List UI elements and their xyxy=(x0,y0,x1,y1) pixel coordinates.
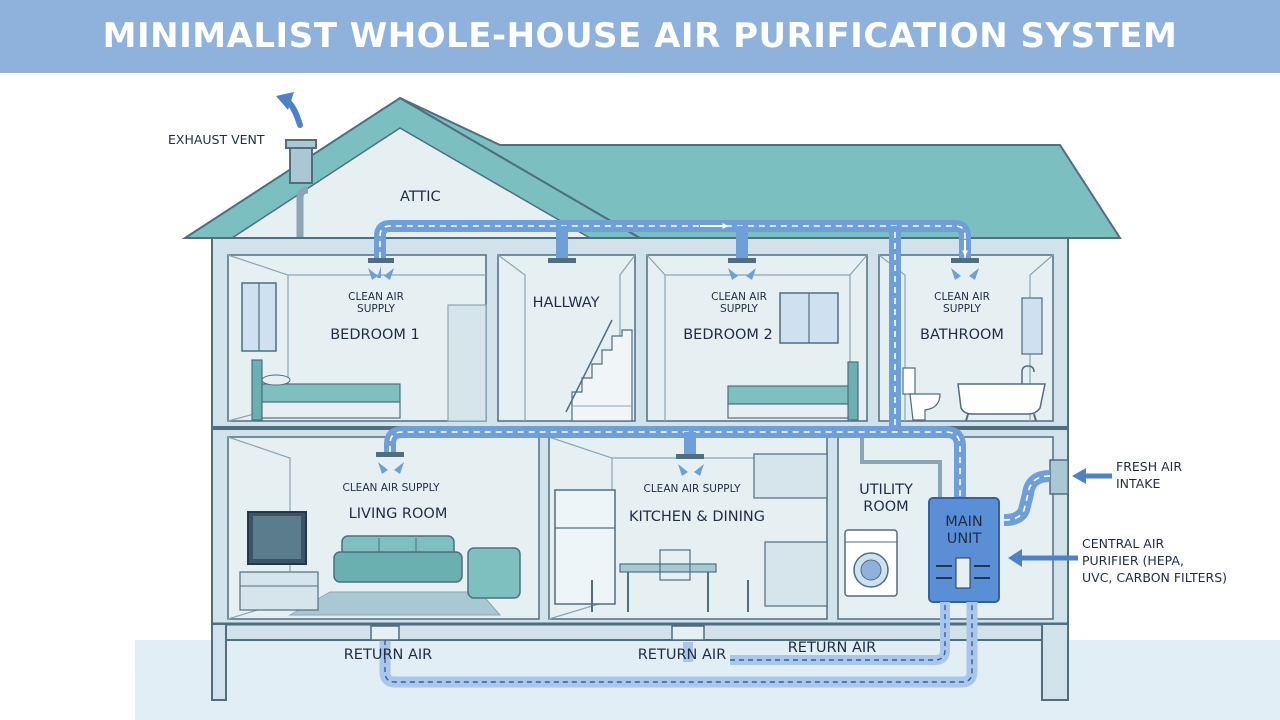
central-purifier-label-2: PURIFIER (HEPA, xyxy=(1082,553,1184,568)
supply-duct-lower xyxy=(384,426,966,500)
utility-pipes xyxy=(860,437,942,498)
main-unit-label-2: UNIT xyxy=(947,531,982,547)
supply-label-bedroom-1-line2: SUPPLY xyxy=(357,303,395,315)
attic-label: ATTIC xyxy=(400,189,441,205)
fridge-icon xyxy=(554,489,616,605)
exhaust-chimney xyxy=(285,139,317,184)
vent-icon xyxy=(368,258,979,459)
supply-label-kitchen: CLEAN AIR SUPPLY xyxy=(644,483,742,495)
room-label-kitchen: KITCHEN & DINING xyxy=(629,509,765,525)
room-label-utility-1: UTILITY xyxy=(859,482,913,498)
room-label-bedroom-2: BEDROOM 2 xyxy=(683,327,773,343)
bathtub-icon xyxy=(957,365,1046,422)
fresh-air-intake xyxy=(1003,459,1112,526)
room-label-bedroom-1: BEDROOM 1 xyxy=(330,327,420,343)
central-purifier-label-3: UVC, CARBON FILTERS) xyxy=(1082,570,1227,585)
return-air-label-living: RETURN AIR xyxy=(344,647,433,663)
main-unit-label-1: MAIN xyxy=(945,514,983,530)
return-air-label-kitchen: RETURN AIR xyxy=(638,647,727,663)
central-purifier-label-1: CENTRAL AIR xyxy=(1082,536,1165,551)
attic-vent-pipe xyxy=(296,186,309,238)
bed-icon xyxy=(251,359,401,421)
fresh-air-intake-label-1: FRESH AIR xyxy=(1116,459,1182,474)
fresh-air-intake-label-2: INTAKE xyxy=(1116,476,1160,491)
room-label-hallway: HALLWAY xyxy=(533,295,600,311)
title-banner: MINIMALIST WHOLE-HOUSE AIR PURIFICATION … xyxy=(0,0,1280,73)
exhaust-arrow-icon xyxy=(276,92,303,128)
filter-icon xyxy=(936,557,990,589)
toilet-icon xyxy=(902,367,941,421)
bed-icon-2 xyxy=(727,361,859,421)
roof xyxy=(181,96,1122,239)
tv-icon xyxy=(239,511,319,611)
stairs-icon xyxy=(565,319,633,422)
exhaust-vent-label: EXHAUST VENT xyxy=(168,132,265,147)
main-unit xyxy=(928,497,1000,603)
return-air-label-utility: RETURN AIR xyxy=(788,640,877,656)
return-duct xyxy=(370,602,978,688)
room-label-living-room: LIVING ROOM xyxy=(349,506,448,522)
diagram-title: MINIMALIST WHOLE-HOUSE AIR PURIFICATION … xyxy=(102,16,1178,56)
vent-arrows xyxy=(368,266,979,476)
supply-label-bedroom-1-line1: CLEAN AIR xyxy=(348,291,404,303)
supply-duct-upper xyxy=(374,220,971,432)
sofa-icon xyxy=(333,535,521,599)
washing-machine-icon xyxy=(844,529,898,597)
room-label-utility-2: ROOM xyxy=(863,499,908,515)
supply-label-bedroom-2-line1: CLEAN AIR xyxy=(711,291,767,303)
supply-label-living-room: CLEAN AIR SUPPLY xyxy=(343,482,441,494)
supply-label-bathroom-line1: CLEAN AIR xyxy=(934,291,990,303)
supply-label-bathroom-line2: SUPPLY xyxy=(943,303,981,315)
room-label-bathroom: BATHROOM xyxy=(920,327,1004,343)
dining-table-icon xyxy=(591,549,749,612)
supply-label-bedroom-2-line2: SUPPLY xyxy=(720,303,758,315)
purifier-arrow xyxy=(1008,549,1078,567)
